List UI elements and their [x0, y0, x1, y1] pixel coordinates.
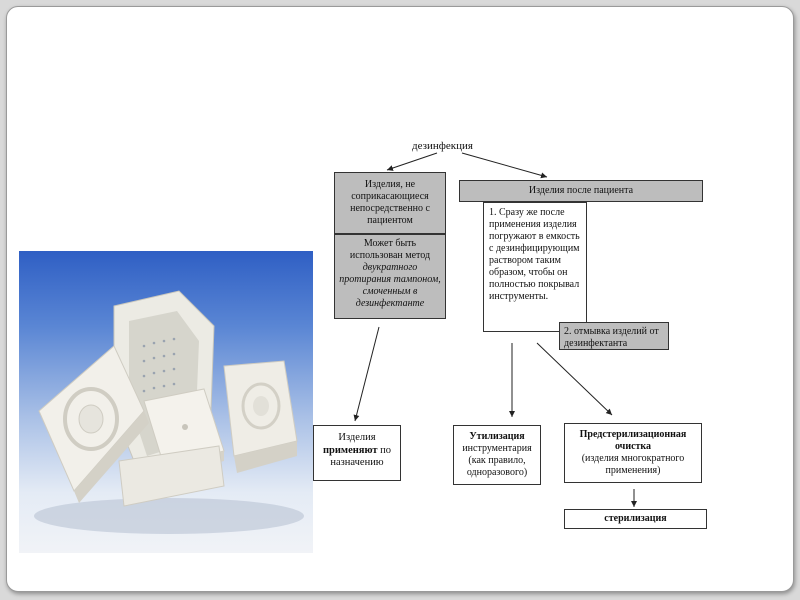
disinfection-container-photo [19, 251, 313, 553]
result-presterilization-text: (изделия многократного применения) [581, 453, 685, 476]
sterilization-box: стерилизация [564, 509, 707, 529]
result-use-bold: применяют [322, 444, 378, 456]
root-label-disinfection: дезинфекция [412, 140, 473, 152]
right-branch-step2-text: 2. отмывка изделий от дезинфектанта [564, 326, 659, 349]
result-disposal-title: Утилизация [469, 431, 525, 442]
right-branch-step1: 1. Сразу же после применения изделия пог… [483, 202, 587, 332]
result-presterilization: Предстерилизационная очистка (изделия мн… [564, 423, 702, 483]
result-presterilization-title: Предстерилизационная очистка [579, 429, 687, 452]
result-use-suffix: по назначению [330, 444, 392, 469]
result-disposal-text: инструментария (как правило, одноразовог… [462, 443, 532, 478]
left-branch-title-text: Изделия, не соприкасающиеся непосредстве… [350, 179, 430, 226]
result-use-as-intended: Изделия применяют по назначению [313, 425, 401, 481]
right-branch-step1-text: 1. Сразу же после применения изделия пог… [489, 207, 580, 302]
right-branch-title: Изделия после пациента [459, 180, 703, 202]
left-branch-method: Может быть использован метод двукратного… [334, 234, 446, 319]
left-branch-method-plain: Может быть использован метод [349, 238, 431, 261]
left-branch-title: Изделия, не соприкасающиеся непосредстве… [334, 172, 446, 234]
left-branch-method-italic: двукратного протирания тампоном, смоченн… [339, 262, 441, 309]
sterilization-text: стерилизация [604, 513, 667, 524]
right-branch-step2: 2. отмывка изделий от дезинфектанта [559, 322, 669, 350]
container-illustration [34, 290, 304, 534]
right-branch-title-text: Изделия после пациента [528, 185, 634, 196]
result-use-prefix: Изделия [338, 432, 376, 443]
result-disposal: Утилизация инструментария (как правило, … [453, 425, 541, 485]
slide: дезинфекция Изделия, не соприкасающиеся … [6, 6, 794, 592]
